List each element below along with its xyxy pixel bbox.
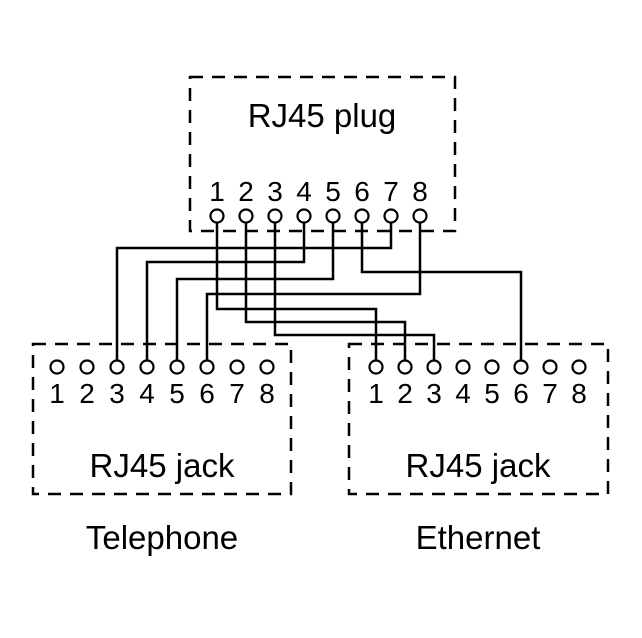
telephone-jack-pin-contact-6	[199, 359, 215, 375]
ethernet-jack-label: RJ45 jack	[406, 447, 551, 484]
telephone-jack-pin-number-1: 1	[49, 378, 65, 409]
plug-pin-number-2: 2	[238, 176, 254, 207]
ethernet-jack-pin-number-4: 4	[455, 378, 471, 409]
telephone-jack-pin-number-8: 8	[259, 378, 275, 409]
plug-pin-contact-6	[354, 208, 370, 224]
ethernet-jack-pin-contact-2	[397, 359, 413, 375]
ethernet-jack-pin-number-7: 7	[542, 378, 558, 409]
telephone-jack-pin-contact-8	[259, 359, 275, 375]
telephone-jack-pin-number-4: 4	[139, 378, 155, 409]
ethernet-jack-pin-contact-8	[571, 359, 587, 375]
wire-plug-3-to-ethernet-pin-3	[273, 223, 436, 360]
plug-box	[188, 75, 457, 233]
ethernet-jack-pin-number-6: 6	[513, 378, 529, 409]
telephone-jack-pin-number-7: 7	[229, 378, 245, 409]
plug-pin-contact-8	[412, 208, 428, 224]
plug-pin-number-4: 4	[296, 176, 312, 207]
plug-pin-contact-5	[325, 208, 341, 224]
ethernet-jack-pin-number-2: 2	[397, 378, 413, 409]
plug-pin-number-1: 1	[209, 176, 225, 207]
wire-plug-8-to-telephone-pin-6	[205, 223, 422, 360]
plug-pin-contact-7	[383, 208, 399, 224]
plug-pin-contact-4	[296, 208, 312, 224]
telephone-jack-pin-contact-4	[139, 359, 155, 375]
ethernet-jack-pin-number-5: 5	[484, 378, 500, 409]
ethernet-jack-pin-contact-4	[455, 359, 471, 375]
telephone-caption: Telephone	[86, 519, 238, 556]
telephone-jack-pin-contact-7	[229, 359, 245, 375]
plug-pin-contact-1	[209, 208, 225, 224]
plug-pin-number-7: 7	[383, 176, 399, 207]
plug-pin-number-3: 3	[267, 176, 283, 207]
wire-group	[115, 223, 523, 360]
telephone-jack-pin-contact-1	[49, 359, 65, 375]
telephone-jack-pin-number-3: 3	[109, 378, 125, 409]
wire-plug-7-to-telephone-pin-3	[115, 223, 393, 360]
plug-pin-number-5: 5	[325, 176, 341, 207]
wire-plug-4-to-telephone-pin-4	[145, 223, 306, 360]
ethernet-jack-pin-contact-6	[513, 359, 529, 375]
ethernet-jack-pin-contact-3	[426, 359, 442, 375]
telephone-jack-label: RJ45 jack	[90, 447, 235, 484]
plug-pin-contact-2	[238, 208, 254, 224]
telephone-jack-pin-contact-3	[109, 359, 125, 375]
plug-pin-number-8: 8	[412, 176, 428, 207]
ethernet-jack-pin-contact-5	[484, 359, 500, 375]
wire-plug-1-to-ethernet-pin-1	[215, 223, 378, 360]
ethernet-jack-box	[347, 342, 610, 496]
ethernet-jack-pin-number-3: 3	[426, 378, 442, 409]
ethernet-jack-pin-contact-7	[542, 359, 558, 375]
plug-label: RJ45 plug	[248, 97, 397, 134]
ethernet-jack-pin-number-8: 8	[571, 378, 587, 409]
telephone-jack-pin-contact-5	[169, 359, 185, 375]
telephone-jack-pin-number-2: 2	[79, 378, 95, 409]
telephone-jack-pin-number-6: 6	[199, 378, 215, 409]
wire-plug-5-to-telephone-pin-5	[175, 223, 335, 360]
telephone-jack-box	[31, 342, 293, 496]
ethernet-jack-pin-number-1: 1	[368, 378, 384, 409]
plug-pin-number-6: 6	[354, 176, 370, 207]
ethernet-jack-pin-contact-1	[368, 359, 384, 375]
wire-plug-6-to-ethernet-pin-6	[360, 223, 523, 360]
wire-plug-2-to-ethernet-pin-2	[244, 223, 407, 360]
plug-pin-contact-3	[267, 208, 283, 224]
telephone-jack-pin-number-5: 5	[169, 378, 185, 409]
ethernet-caption: Ethernet	[416, 519, 541, 556]
telephone-jack-pin-contact-2	[79, 359, 95, 375]
